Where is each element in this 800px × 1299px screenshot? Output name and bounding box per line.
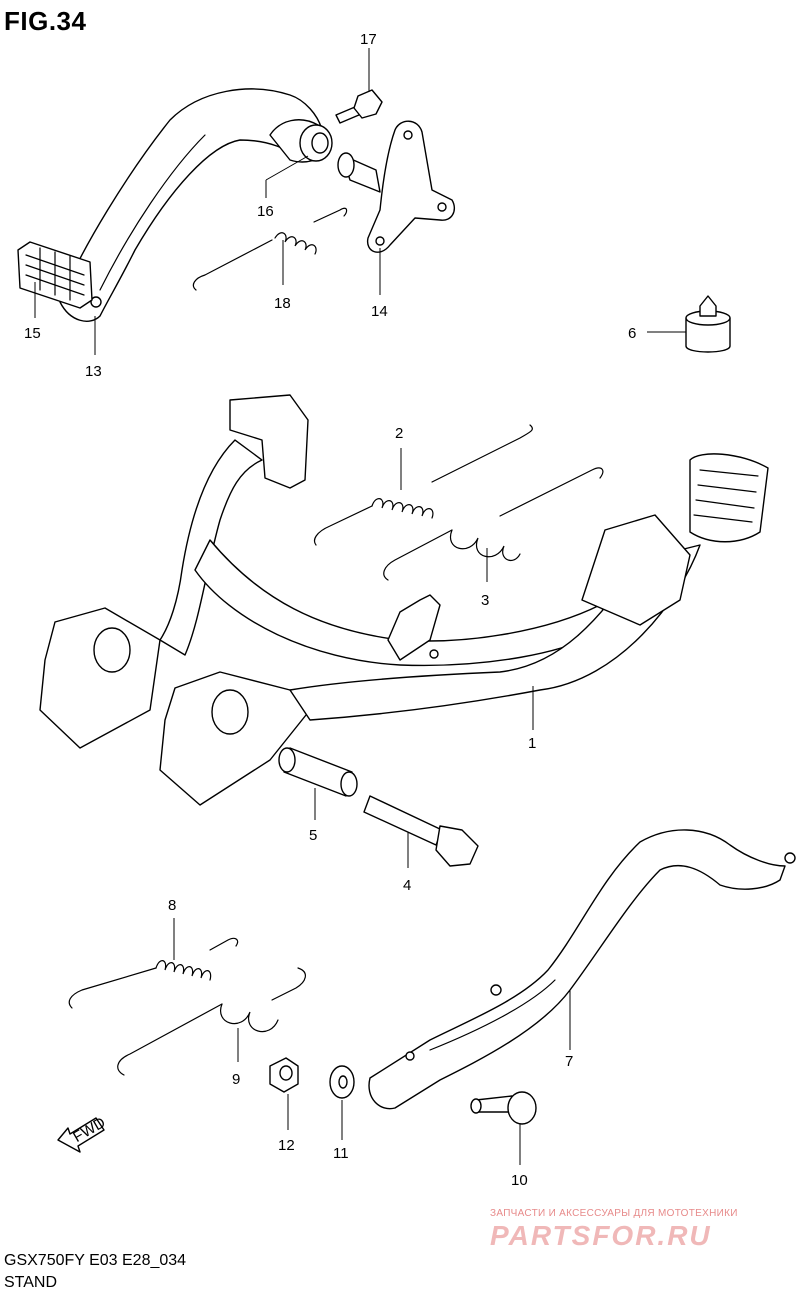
fwd-label: FWD bbox=[70, 1114, 108, 1146]
watermark-tagline: ЗАПЧАСТИ И АКСЕССУАРЫ ДЛЯ МОТОТЕХНИКИ bbox=[490, 1208, 738, 1219]
callout-7: 7 bbox=[565, 1053, 573, 1070]
washer-11 bbox=[329, 1065, 355, 1099]
callout-13: 13 bbox=[85, 363, 102, 380]
callout-4: 4 bbox=[403, 877, 411, 894]
callout-8: 8 bbox=[168, 897, 176, 914]
callout-12: 12 bbox=[278, 1137, 295, 1154]
spring-2 bbox=[313, 424, 533, 546]
collar-5 bbox=[278, 747, 358, 797]
spring-3 bbox=[383, 467, 604, 581]
callout-2: 2 bbox=[395, 425, 403, 442]
spring-9 bbox=[117, 967, 306, 1076]
callout-10: 10 bbox=[511, 1172, 528, 1189]
callout-5: 5 bbox=[309, 827, 317, 844]
callout-9: 9 bbox=[232, 1071, 240, 1088]
rubber-stopper bbox=[685, 295, 731, 353]
callout-11: 11 bbox=[333, 1145, 349, 1162]
callout-16: 16 bbox=[257, 203, 274, 220]
footrest-rubber bbox=[17, 241, 93, 309]
bolt-4 bbox=[363, 795, 479, 867]
bolt-17 bbox=[335, 89, 383, 124]
side-stand bbox=[368, 829, 796, 1110]
figure-title: FIG.34 bbox=[4, 6, 87, 36]
callout-18: 18 bbox=[274, 295, 291, 312]
callout-17: 17 bbox=[360, 31, 377, 48]
callout-14: 14 bbox=[371, 303, 388, 320]
brake-bushing bbox=[299, 124, 333, 162]
callout-15: 15 bbox=[24, 325, 41, 342]
spring-18 bbox=[192, 207, 348, 291]
callout-6: 6 bbox=[628, 325, 636, 342]
watermark-brand: PARTSFOR.RU bbox=[490, 1220, 712, 1251]
callout-1: 1 bbox=[528, 735, 536, 752]
brake-bracket bbox=[337, 120, 456, 253]
brake-pedal-arm bbox=[59, 88, 331, 322]
model-code: GSX750FY E03 E28_034 bbox=[4, 1252, 187, 1269]
section-name: STAND bbox=[4, 1274, 58, 1291]
spring-8 bbox=[68, 937, 239, 1009]
nut-12 bbox=[269, 1057, 299, 1093]
bolt-10 bbox=[470, 1091, 537, 1125]
callout-3: 3 bbox=[481, 592, 489, 609]
arrow-fwd-icon: FWD bbox=[57, 1114, 109, 1153]
center-stand bbox=[39, 394, 769, 806]
